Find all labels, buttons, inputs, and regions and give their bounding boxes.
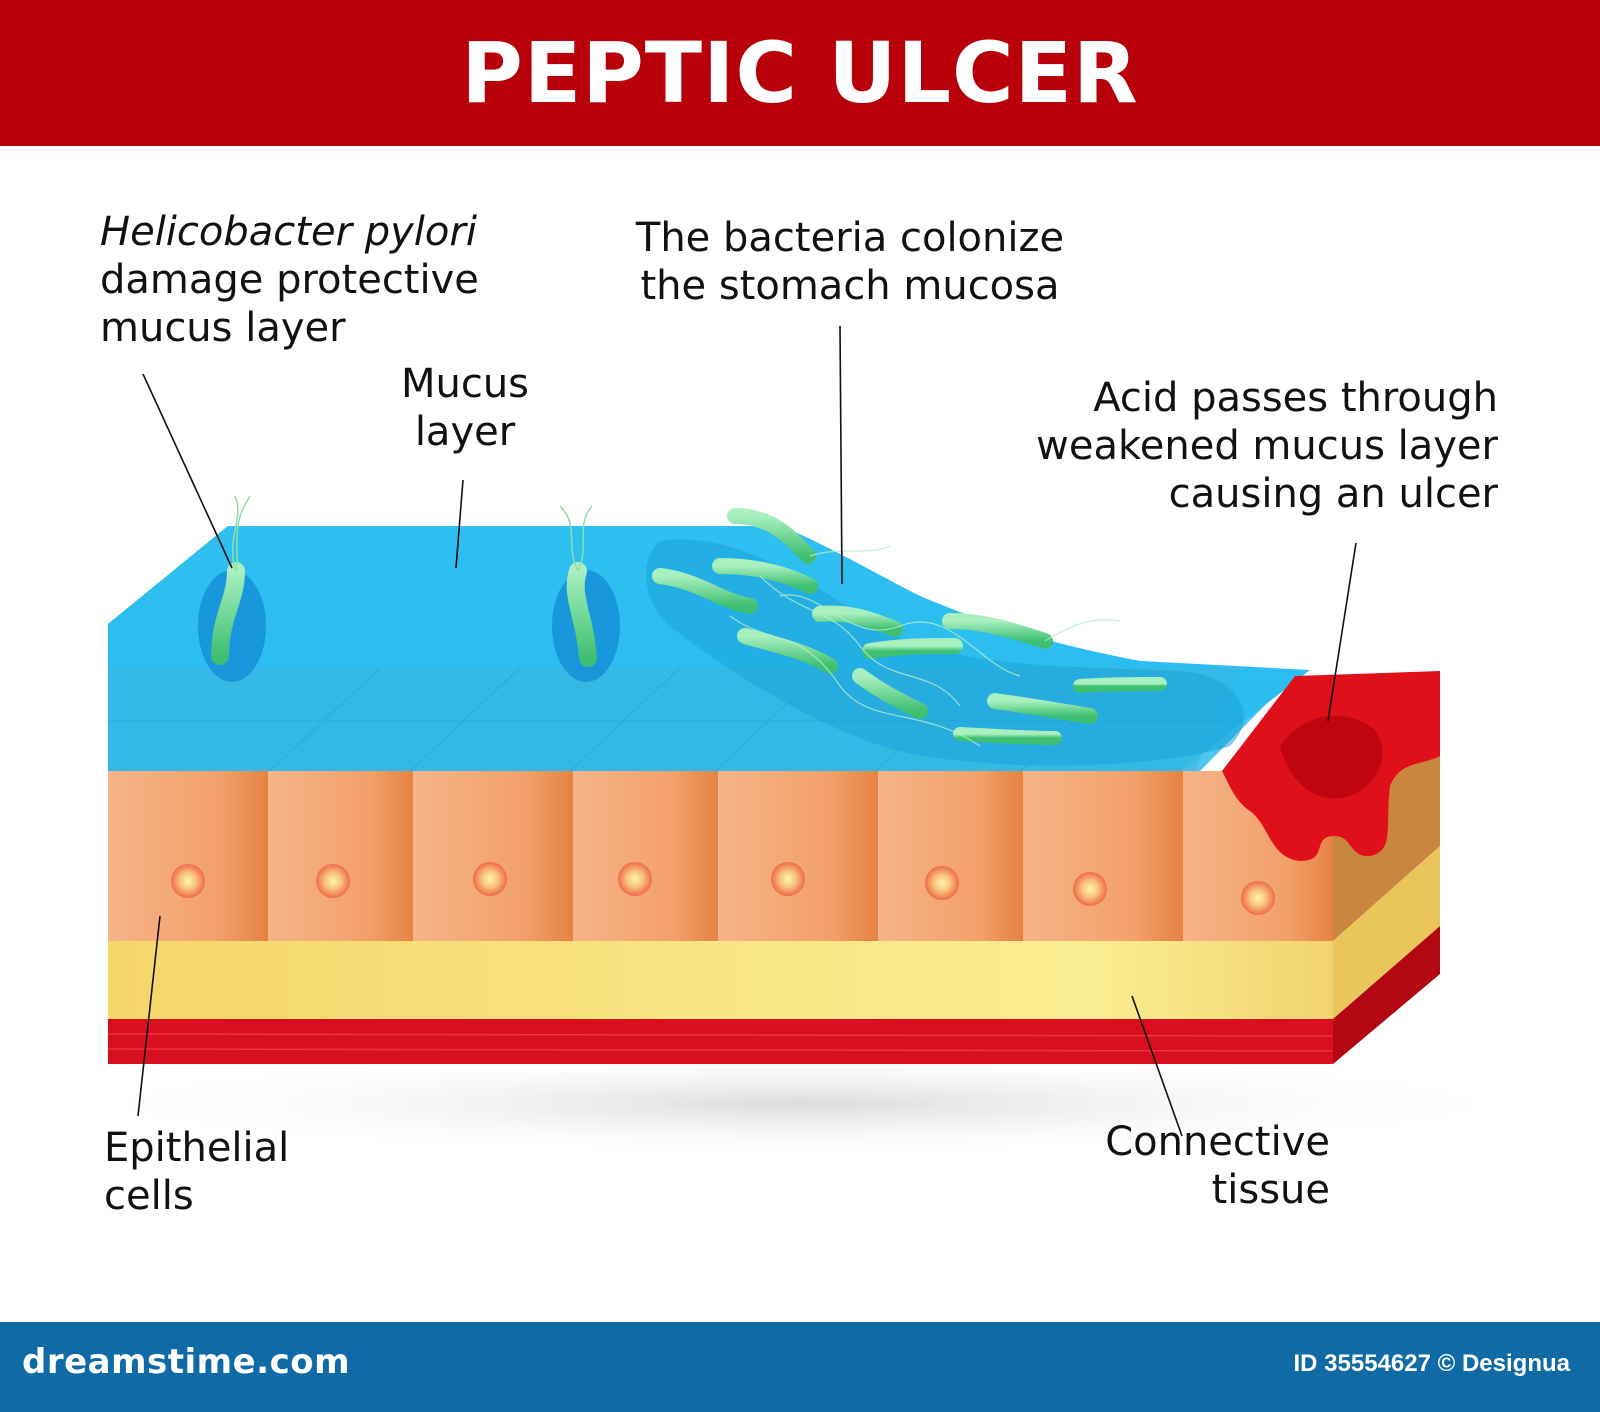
epithelial-cell [718,771,878,941]
epithelial-cell [413,771,573,941]
label-colonize-line1: The bacteria colonize [635,215,1065,261]
cell-nucleus [1241,881,1275,915]
bacterium [862,638,963,659]
page-title: PEPTIC ULCER [461,24,1139,122]
bacterium [727,508,816,564]
cell-nucleus [925,866,959,900]
mucus-layer [108,526,1310,772]
cell-nucleus [316,864,350,898]
label-connective: Connective tissue [1060,1118,1330,1214]
pointer-hpylori [142,373,233,569]
header-bar: PEPTIC ULCER [0,0,1600,146]
connective-tissue [108,846,1440,1019]
label-connective-line1: Connective [1105,1119,1330,1165]
diagram: Helicobacter pylori damage protective mu… [0,146,1600,1322]
connective-side [1333,846,1440,1019]
bacterium [652,568,758,614]
pointer-mucus [455,479,464,569]
label-mucus-line2: layer [414,409,516,455]
label-acid-line1: Acid passes through [1093,375,1498,421]
label-epithelial-line1: Epithelial [104,1125,290,1171]
ulcer [1222,671,1440,861]
label-hpylori-line3: mucus layer [100,305,346,351]
epithelial-cell [573,771,718,941]
label-acid: Acid passes through weakened mucus layer… [1000,374,1498,518]
label-epithelial-line2: cells [104,1173,194,1219]
epithelial-cell [268,771,413,941]
cell-nucleus [618,862,652,896]
pointer-acid [1327,542,1357,722]
bacterium [1073,677,1167,693]
cell-nucleus [771,862,805,896]
muscle-side [1333,926,1440,1064]
bacterium [987,693,1098,724]
pointer-epithelial [137,915,161,1117]
label-connective-line2: tissue [1211,1167,1330,1213]
epithelial-cell [878,771,1023,941]
muscle-front [108,1019,1333,1064]
ulcer-depth [1280,715,1383,799]
footer-brand[interactable]: dreamstime.com [22,1342,351,1382]
epithelial-cell [108,771,268,941]
label-mucus: Mucus layer [385,360,545,456]
bacterium [737,628,838,674]
muscle-layer [107,926,1440,1064]
label-acid-line2: weakened mucus layer [1036,423,1498,469]
bacterium [211,495,251,665]
pointer-colonize [839,325,843,585]
pointer-lines [137,325,1357,1137]
bacterium [942,613,1053,649]
label-acid-line3: causing an ulcer [1168,471,1498,517]
bacterium [812,605,903,637]
bacterium [559,505,597,667]
label-hpylori-line2: damage protective [100,257,479,303]
cell-nucleus [1073,872,1107,906]
label-mucus-line1: Mucus [400,361,530,407]
label-epithelial: Epithelial cells [104,1124,289,1220]
label-hpylori-line1: Helicobacter pylori [100,209,477,255]
cell-nucleus [171,864,205,898]
bacterium [852,668,928,719]
bacterium [953,727,1062,745]
pointer-connective [1131,995,1183,1137]
connective-front [108,941,1333,1019]
epithelial-cell [1023,771,1183,941]
label-hpylori: Helicobacter pylori damage protective mu… [100,208,479,352]
bacteria-group [211,495,1167,747]
label-colonize-line2: the stomach mucosa [640,263,1060,309]
cell-nucleus [473,862,507,896]
bacterium [712,558,818,594]
footer-bar: dreamstime.com ID 35554627 © Designua [0,1322,1600,1412]
tissue-illustration [40,325,1560,1159]
label-colonize: The bacteria colonize the stomach mucosa [620,214,1080,310]
footer-image-id: ID 35554627 © Designua [1293,1350,1571,1377]
